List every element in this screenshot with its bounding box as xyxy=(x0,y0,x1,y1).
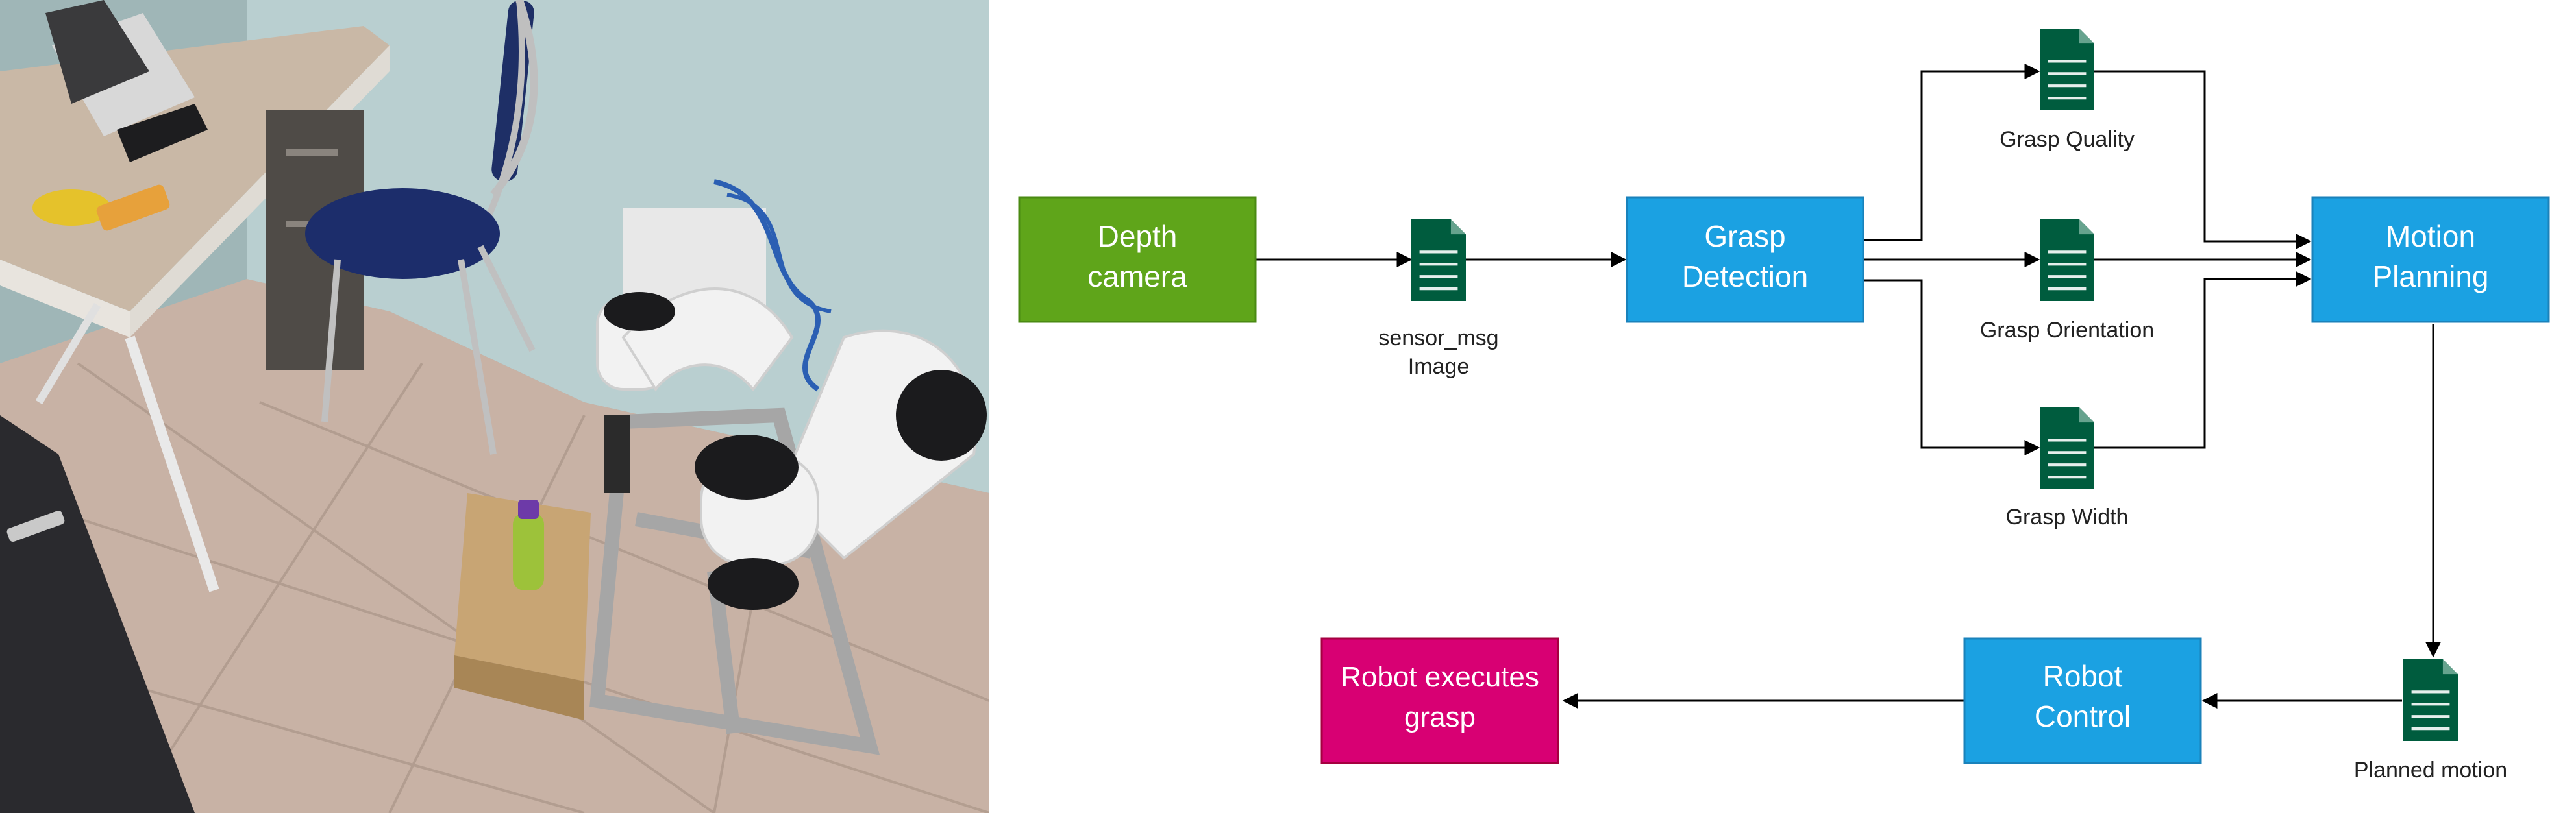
depth-camera-label-line1: Depth xyxy=(1098,219,1178,253)
grasp-pipeline-diagram: Depth camera Grasp Detection Motion Plan… xyxy=(1018,0,2550,783)
document-icon xyxy=(2040,219,2094,301)
document-icon xyxy=(1411,219,1466,301)
robot-executes-grasp-node: Robot executes grasp xyxy=(1320,637,1559,764)
grasp-orientation-label: Grasp Orientation xyxy=(1980,318,2154,343)
robot-executes-label-line2: grasp xyxy=(1404,701,1476,733)
document-icon xyxy=(2403,659,2458,741)
document-icon xyxy=(2040,29,2094,110)
grasp-width-message: Grasp Width xyxy=(2006,407,2129,529)
sensor-msg-label-line2: Image xyxy=(1408,354,1470,379)
motion-planning-label-line1: Motion xyxy=(2386,219,2475,253)
grasp-detection-node: Grasp Detection xyxy=(1626,196,1864,323)
depth-camera-label-line2: camera xyxy=(1087,260,1187,293)
motion-planning-label-line2: Planning xyxy=(2372,260,2488,293)
planned-motion-message: Planned motion xyxy=(2354,659,2507,783)
grasp-detection-label-line2: Detection xyxy=(1682,260,1808,293)
grasp-detection-label-line1: Grasp xyxy=(1704,219,1785,253)
connectors xyxy=(1256,64,2441,709)
planned-motion-label: Planned motion xyxy=(2354,758,2507,783)
grasp-orientation-message: Grasp Orientation xyxy=(1980,219,2154,343)
document-icon xyxy=(2040,407,2094,489)
sensor-msg-message: sensor_msg Image xyxy=(1378,219,1499,379)
grasp-quality-message: Grasp Quality xyxy=(2000,29,2135,152)
robot-control-label-line2: Control xyxy=(2035,699,2131,733)
robot-control-node: Robot Control xyxy=(1963,637,2202,764)
sensor-msg-label-line1: sensor_msg xyxy=(1378,326,1498,350)
robot-executes-label-line1: Robot executes xyxy=(1341,661,1539,693)
motion-planning-node: Motion Planning xyxy=(2311,196,2550,323)
robot-setup-photo xyxy=(0,0,989,813)
grasp-quality-label: Grasp Quality xyxy=(2000,127,2135,152)
robot-control-label-line1: Robot xyxy=(2043,659,2123,693)
depth-camera-node: Depth camera xyxy=(1018,196,1257,323)
grasp-width-label: Grasp Width xyxy=(2006,505,2129,529)
